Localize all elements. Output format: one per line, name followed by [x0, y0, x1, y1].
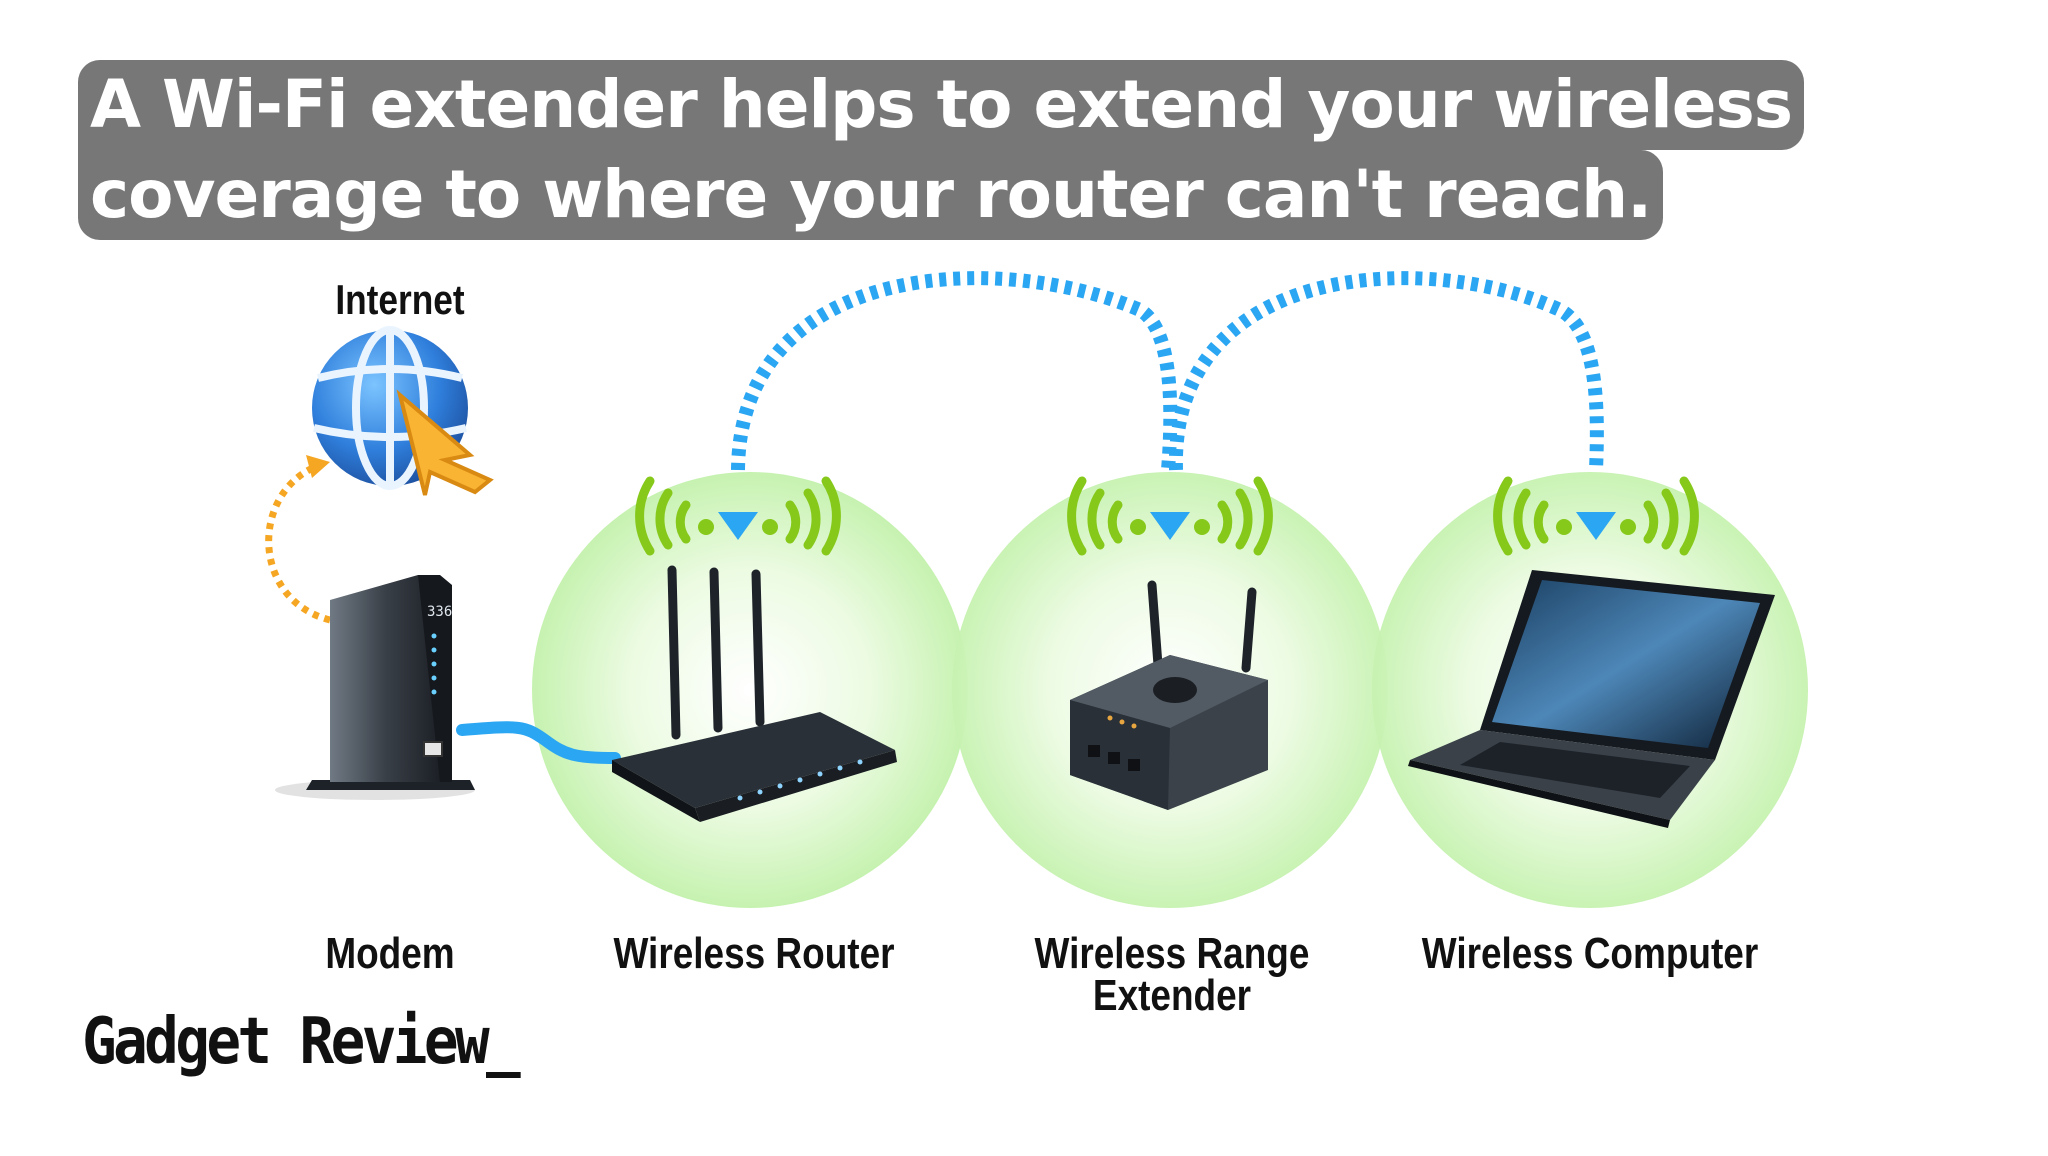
wifi-signal-icon — [1067, 476, 1273, 556]
wireless-link-extender-computer — [1168, 271, 1604, 471]
internet-link-arrowhead — [306, 455, 330, 478]
modem-display-text: 336 — [427, 604, 452, 620]
extender-label-line2: Extender — [1093, 970, 1251, 1020]
arrowhead-extender — [1150, 512, 1190, 540]
ethernet-cable — [456, 721, 621, 764]
headline-line-1: A Wi-Fi extender helps to extend your wi… — [78, 60, 1805, 150]
arrowhead-router — [718, 512, 758, 540]
range-extender-device — [1070, 580, 1268, 810]
laptop-device — [1408, 570, 1775, 828]
arrowhead-computer — [1576, 512, 1616, 540]
brand-logo: Gadget Review_ — [82, 1005, 521, 1079]
extender-label-line1: Wireless Range — [1035, 928, 1310, 978]
wifi-signal-icon — [635, 476, 841, 556]
router-device — [612, 565, 897, 822]
headline-line-2: coverage to where your router can't reac… — [78, 150, 1664, 240]
computer-label: Wireless Computer — [1422, 928, 1759, 978]
router-label: Wireless Router — [613, 928, 894, 978]
cursor-arrow-icon — [396, 389, 494, 496]
modem-label: Modem — [325, 928, 454, 978]
globe-icon — [312, 326, 494, 496]
router-coverage-circle — [532, 472, 968, 908]
wifi-signal-icon — [1493, 476, 1699, 556]
headline-banner: A Wi-Fi extender helps to extend your wi… — [78, 60, 1805, 240]
internet-link-arrow — [265, 461, 331, 624]
internet-label: Internet — [335, 277, 464, 324]
wireless-link-router-extender — [731, 271, 1178, 471]
modem-device: 336 — [275, 575, 475, 800]
